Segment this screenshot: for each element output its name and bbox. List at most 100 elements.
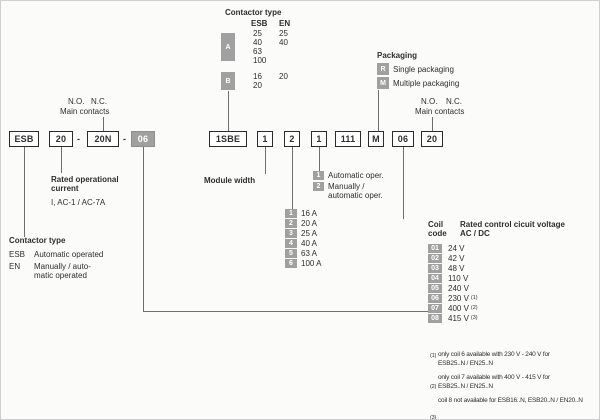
- order-code-contacts-box: 20: [421, 131, 443, 147]
- group-a-esb-value: 63: [253, 47, 262, 56]
- coil-voltage: 230 V(1): [448, 294, 478, 303]
- current-code-box: 5: [285, 249, 297, 258]
- order-code-packaging-box: M: [368, 131, 384, 147]
- order-code-current-box: 2: [284, 131, 300, 147]
- coil-voltage: 415 V(3): [448, 314, 478, 323]
- current-label: 40 A: [301, 239, 318, 248]
- bottom-esb-label: Automatic operated: [34, 250, 104, 259]
- order-code-fixed-box: 111: [335, 131, 361, 147]
- connector-line: [432, 117, 433, 131]
- coil-code-box: 06: [428, 294, 442, 303]
- order-code-prefix-box: 1SBE: [209, 131, 247, 147]
- connector-line: [292, 147, 293, 209]
- bottom-contactor-type-title: Contactor type: [9, 236, 66, 245]
- footnote-ref: (1): [470, 295, 478, 301]
- footnote-marker: (2): [430, 384, 437, 390]
- left-no-label: N.O.: [68, 97, 85, 106]
- module-width-label: Module width: [204, 176, 256, 185]
- packaging-m-box: M: [377, 77, 389, 89]
- coil-voltage: 42 V: [448, 254, 465, 263]
- footnote-text: coil 8 not available for ESB16..N, ESB20…: [438, 397, 583, 404]
- current-label: 100 A: [301, 259, 322, 268]
- connector-line: [143, 147, 144, 311]
- operation-label: Manually /: [328, 182, 365, 191]
- order-code-operation-box: 1: [311, 131, 327, 147]
- group-b-en-value: 20: [279, 72, 288, 81]
- group-a-esb-value: 40: [253, 38, 262, 47]
- order-code-coil-box: 06: [392, 131, 414, 147]
- top-contactor-type-title: Contactor type: [225, 8, 282, 17]
- group-a-en-value: 25: [279, 29, 288, 38]
- current-label: 25 A: [301, 229, 318, 238]
- current-label: 20 A: [301, 219, 318, 228]
- current-code-box: 3: [285, 229, 297, 238]
- right-main-contacts-label: Main contacts: [415, 107, 465, 116]
- order-code-module-width-box: 1: [257, 131, 273, 147]
- left-nc-label: N.C.: [91, 97, 107, 106]
- operation-code-box: 1: [313, 171, 324, 180]
- footnote-text: only coil 6 available with 230 V - 240 V…: [438, 351, 550, 358]
- connector-line: [61, 147, 62, 173]
- current-code-box: 1: [285, 209, 297, 218]
- footnote-text: ESB25..N / EN25..N: [438, 383, 493, 390]
- current-code-box: 6: [285, 259, 297, 268]
- footnote-text: ESB25..N / EN25..N: [438, 360, 493, 367]
- coil-code-box: 08: [428, 314, 442, 323]
- right-no-label: N.O.: [421, 97, 438, 106]
- type-code-coil-box: 06: [131, 131, 155, 147]
- group-b-esb-value: 20: [253, 81, 262, 90]
- coil-code-box: 01: [428, 244, 442, 253]
- packaging-m-label: Multiple packaging: [393, 79, 460, 88]
- left-main-contacts-label: Main contacts: [60, 107, 110, 116]
- connector-line: [378, 90, 379, 131]
- bottom-esb-code: ESB: [9, 250, 26, 259]
- packaging-r-label: Single packaging: [393, 65, 454, 74]
- packaging-title: Packaging: [377, 51, 418, 60]
- operation-code-box: 2: [313, 182, 324, 191]
- coil-title: Coil: [428, 220, 444, 229]
- group-a-box: A: [221, 33, 235, 61]
- footnote-marker: (1): [430, 353, 437, 359]
- bottom-en-code: EN: [9, 262, 21, 271]
- connector-line: [143, 311, 428, 312]
- coil-code-box: 02: [428, 254, 442, 263]
- rated-current-title: Rated operational current: [51, 175, 119, 193]
- coil-code-box: 07: [428, 304, 442, 313]
- connector-line: [403, 147, 404, 219]
- coil-voltage: 48 V: [448, 264, 465, 273]
- footnote-text: only coil 7 available with 400 V - 415 V…: [438, 374, 550, 381]
- coil-voltage: 110 V: [448, 274, 469, 283]
- type-code-contacts-box: 20N: [87, 131, 119, 147]
- connector-line: [319, 147, 320, 171]
- coil-title: code: [428, 229, 447, 238]
- group-b-esb-value: 16: [253, 72, 262, 81]
- esb-column-header: ESB: [251, 19, 268, 28]
- current-code-box: 4: [285, 239, 297, 248]
- group-a-esb-value: 25: [253, 29, 262, 38]
- rated-current-sub: I, AC-1 / AC-7A: [51, 198, 106, 207]
- connector-line: [265, 147, 266, 174]
- coil-code-box: 04: [428, 274, 442, 283]
- right-nc-label: N.C.: [446, 97, 462, 106]
- coil-voltage-title: AC / DC: [460, 229, 490, 238]
- current-label: 16 A: [301, 209, 318, 218]
- connector-line: [103, 117, 104, 131]
- type-code-dash: -: [123, 134, 126, 144]
- type-code-prefix-box: ESB: [9, 131, 39, 147]
- coil-voltage-title: Rated control cicuit voltage: [460, 220, 565, 229]
- type-code-current-box: 20: [49, 131, 73, 147]
- footnote-ref: (3): [470, 315, 478, 321]
- footnote-ref: (2): [470, 305, 478, 311]
- bottom-en-label: matic operated: [34, 271, 87, 280]
- group-a-en-value: 40: [279, 38, 288, 47]
- connector-line: [228, 91, 229, 131]
- coil-voltage: 240 V: [448, 284, 469, 293]
- connector-line: [24, 147, 25, 237]
- operation-label: Automatic oper.: [328, 171, 384, 180]
- current-code-box: 2: [285, 219, 297, 228]
- current-label: 63 A: [301, 249, 318, 258]
- packaging-r-box: R: [377, 63, 389, 75]
- coil-voltage: 400 V(2): [448, 304, 478, 313]
- en-column-header: EN: [279, 19, 291, 28]
